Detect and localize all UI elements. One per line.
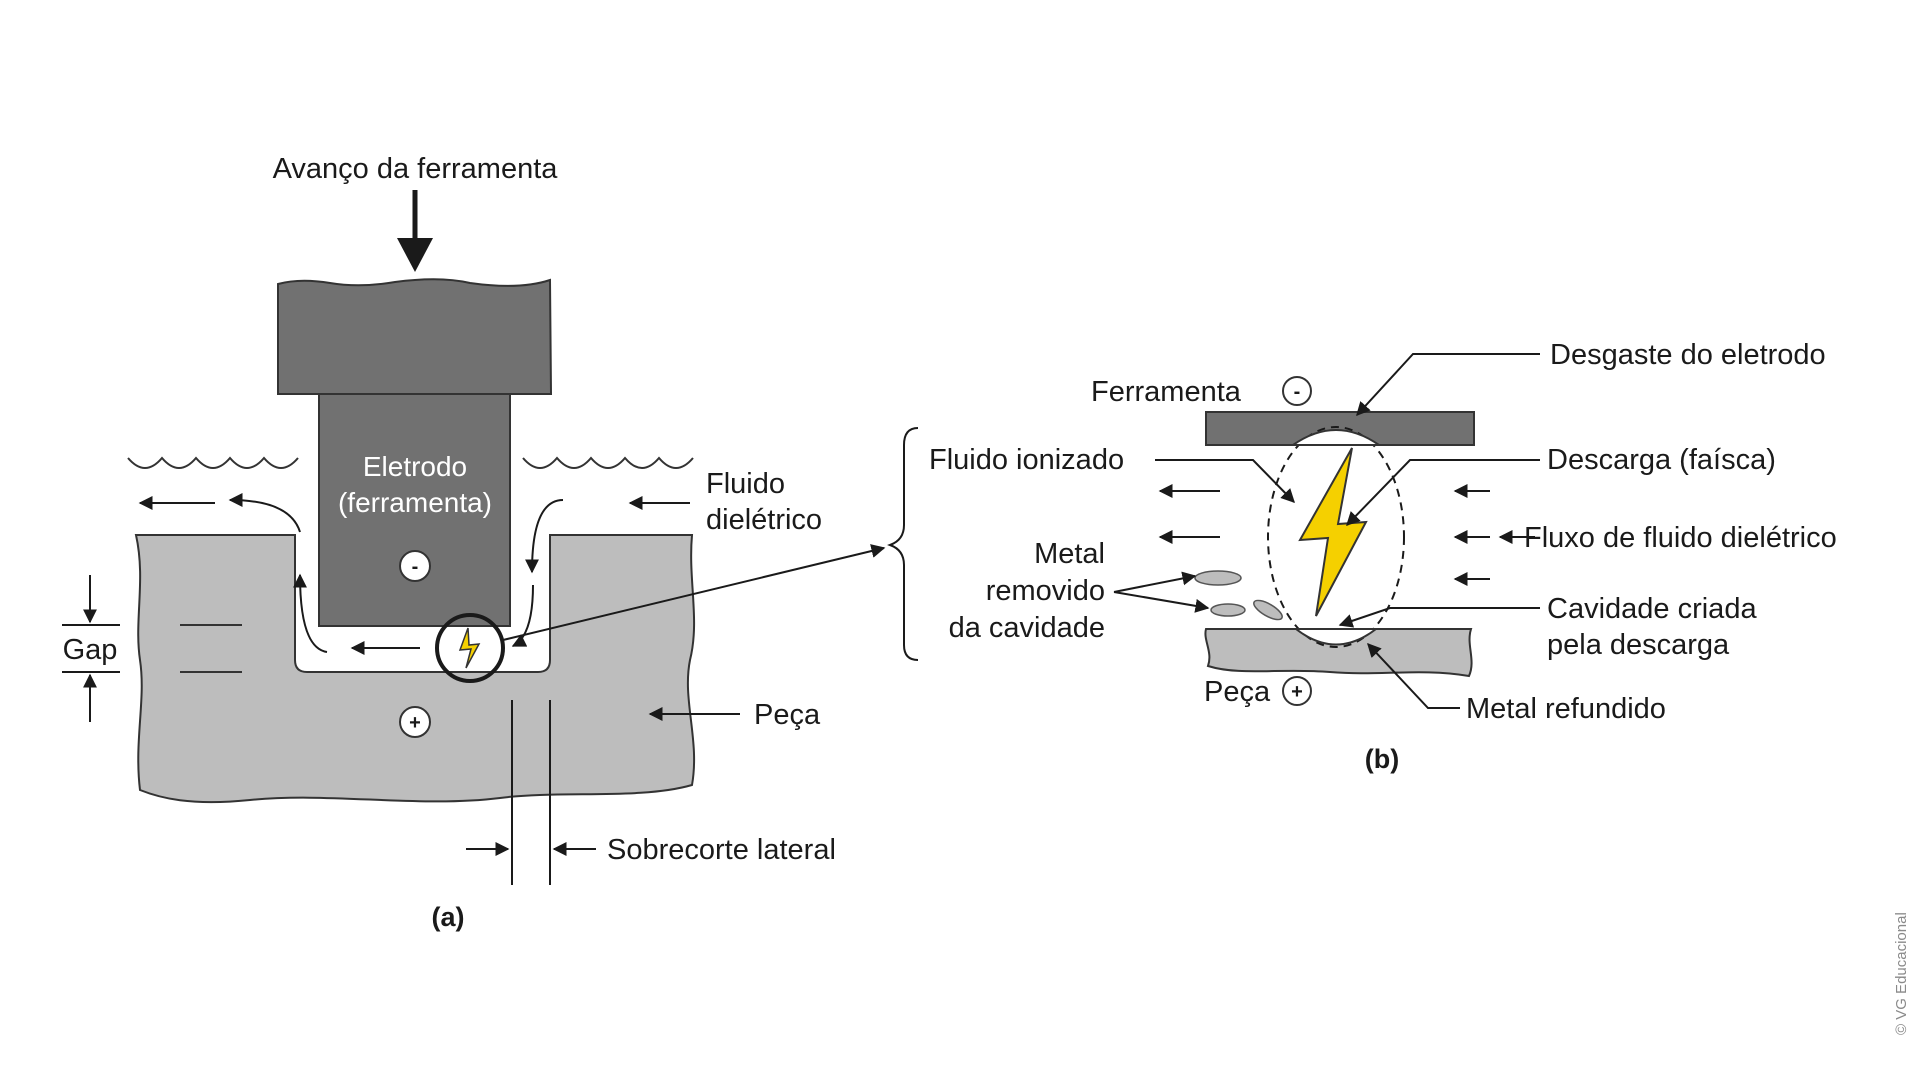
recast-metal-label: Metal refundido bbox=[1466, 693, 1666, 725]
tool-label-b: Ferramenta bbox=[1091, 376, 1242, 408]
diagram-a: Avanço da ferramenta Eletrodo (ferrament… bbox=[62, 153, 886, 932]
flow-arrow-to-gap bbox=[511, 584, 534, 647]
workpiece-polarity-a: + bbox=[409, 712, 421, 734]
tool-feed-arrow-head bbox=[397, 238, 433, 272]
workpiece-positive-symbol bbox=[399, 706, 431, 738]
electrode-label-line1: Eletrodo bbox=[363, 451, 467, 482]
removed-metal-label-line3: da cavidade bbox=[949, 612, 1105, 644]
detail-pointer-arrow bbox=[502, 544, 886, 641]
electrode-a bbox=[277, 278, 553, 627]
tool-feed-label: Avanço da ferramenta bbox=[273, 153, 559, 185]
workpiece-a bbox=[134, 534, 696, 804]
spark-icon-a bbox=[458, 627, 481, 669]
flow-arrow-curve-in bbox=[525, 499, 564, 574]
spark-detail-circle bbox=[435, 613, 505, 683]
spark-icon-b bbox=[1298, 447, 1368, 617]
workpiece-polarity-b: + bbox=[1291, 681, 1303, 703]
removed-metal-label-line2: removido bbox=[986, 575, 1105, 607]
gap-label: Gap bbox=[63, 634, 118, 666]
tool-negative-symbol-b bbox=[1282, 376, 1312, 406]
removed-metal-pointer-2 bbox=[1113, 591, 1210, 613]
tool-polarity-b: - bbox=[1294, 381, 1301, 403]
discharge-cavity bbox=[1293, 628, 1379, 646]
metal-particle-1 bbox=[1194, 570, 1242, 586]
cavity-pointer bbox=[1338, 607, 1540, 628]
cavity-label-line2: pela descarga bbox=[1547, 629, 1730, 661]
metal-particle-3 bbox=[1253, 599, 1283, 621]
ionized-fluid-pointer bbox=[1155, 459, 1295, 504]
electrode-polarity: - bbox=[412, 556, 419, 578]
image-credit: © VG Educacional bbox=[1893, 912, 1910, 1035]
electrode-wear-label: Desgaste do eletrodo bbox=[1550, 339, 1826, 371]
recast-metal-pointer bbox=[1367, 642, 1460, 709]
metal-particle-2 bbox=[1210, 603, 1246, 617]
overcut-label: Sobrecorte lateral bbox=[607, 834, 836, 866]
ionized-fluid-label: Fluido ionizado bbox=[929, 444, 1124, 476]
fluid-label-line1: Fluido bbox=[706, 468, 785, 500]
electrode-wear-pointer bbox=[1356, 353, 1540, 417]
ionized-channel bbox=[1267, 426, 1405, 648]
removed-metal-pointer-1 bbox=[1113, 571, 1197, 593]
fluid-surface-right bbox=[522, 456, 694, 469]
fluid-surface-left bbox=[127, 456, 299, 469]
flow-arrow-curve-out bbox=[228, 493, 301, 533]
fluid-label-line2: dielétrico bbox=[706, 504, 822, 536]
electrode-label-line2: (ferramenta) bbox=[338, 487, 492, 518]
discharge-label: Descarga (faísca) bbox=[1547, 444, 1776, 476]
discharge-pointer bbox=[1346, 459, 1540, 527]
diagram-b: Ferramenta - Fluido ionizado Metal remov… bbox=[887, 339, 1837, 774]
caption-a: (a) bbox=[432, 902, 465, 932]
flow-arrow-cavity-up bbox=[293, 573, 328, 653]
electrode-negative-symbol bbox=[399, 550, 431, 582]
workpiece-plate-b bbox=[1204, 628, 1473, 678]
detail-bracket bbox=[887, 427, 919, 661]
dielectric-flow-label: Fluxo de fluido dielétrico bbox=[1524, 522, 1837, 554]
workpiece-label-b: Peça bbox=[1204, 676, 1271, 708]
workpiece-positive-symbol-b bbox=[1282, 676, 1312, 706]
caption-b: (b) bbox=[1365, 744, 1399, 774]
electrode-wear-crater bbox=[1289, 429, 1383, 446]
workpiece-label-a: Peça bbox=[754, 699, 821, 731]
cavity-label-line1: Cavidade criada bbox=[1547, 593, 1757, 625]
removed-metal-label-line1: Metal bbox=[1034, 538, 1105, 570]
